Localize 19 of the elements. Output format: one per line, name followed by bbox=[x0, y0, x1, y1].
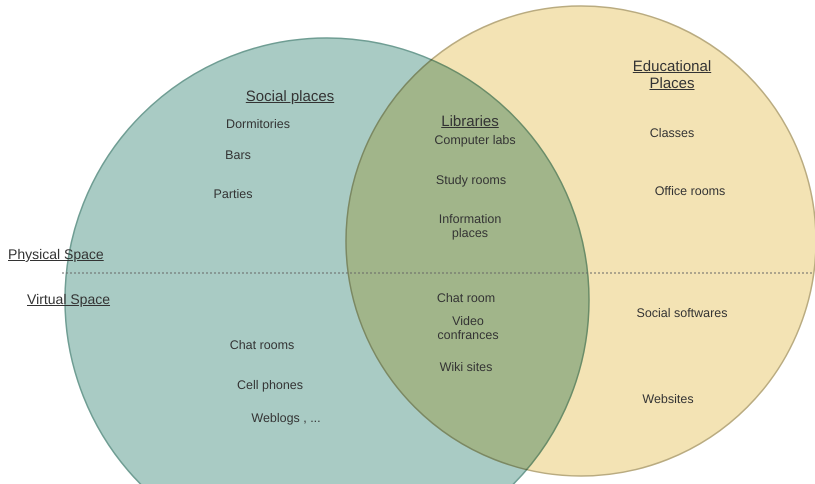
item-label: Chat rooms bbox=[230, 338, 294, 352]
item-label: Computer labs bbox=[434, 133, 516, 147]
item-label: Video confrances bbox=[436, 314, 500, 342]
item-label: Cell phones bbox=[237, 378, 303, 392]
item-label: Classes bbox=[650, 126, 694, 140]
item-label: Bars bbox=[225, 148, 251, 162]
item-label: Social softwares bbox=[636, 306, 728, 320]
item-label: Study rooms bbox=[436, 173, 506, 187]
item-label: Dormitories bbox=[226, 117, 290, 131]
item-label: Information places bbox=[438, 212, 502, 240]
circle-heading: Educational Places bbox=[632, 58, 712, 92]
item-label: Websites bbox=[642, 392, 694, 406]
item-label: Office rooms bbox=[654, 184, 726, 198]
item-label: Parties bbox=[214, 187, 252, 201]
item-label: Wiki sites bbox=[440, 360, 492, 374]
item-label: Weblogs , ... bbox=[251, 411, 321, 425]
section-heading: Libraries bbox=[441, 113, 499, 130]
item-label: Chat room bbox=[436, 291, 496, 305]
circle-heading: Social places bbox=[246, 88, 334, 105]
